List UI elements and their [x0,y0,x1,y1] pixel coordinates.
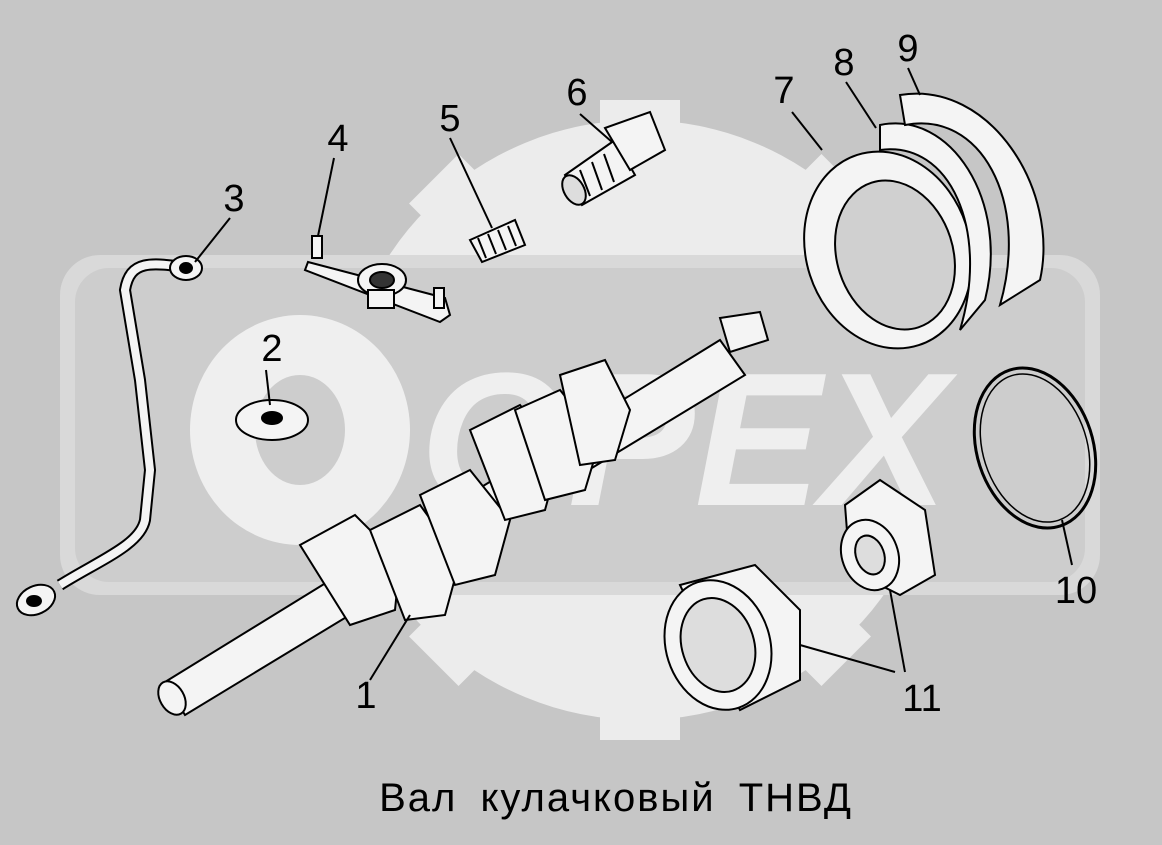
callout-5: 5 [439,98,461,140]
callout-9: 9 [897,28,919,70]
part-lever-plate [303,235,452,324]
callout-3: 3 [223,178,245,220]
callout-2: 2 [261,328,283,370]
callout-6: 6 [566,72,588,114]
part-bushing [663,563,801,712]
callout-7: 7 [773,70,795,112]
diagram-caption: Вал кулачковый ТНВД [379,776,853,820]
leader-lines [194,67,1073,681]
callout-1: 1 [355,675,377,717]
callout-10: 10 [1054,570,1098,612]
part-bevel-gear [839,478,937,597]
part-flange-8 [879,122,992,331]
part-bolt [561,110,667,207]
callout-11: 11 [902,678,942,720]
callout-8: 8 [833,42,855,84]
part-camshaft [157,310,770,717]
callout-4: 4 [327,118,349,160]
part-ring [972,366,1098,530]
part-spring [468,218,527,264]
part-washer [235,399,309,441]
part-fuel-pipe [15,255,203,617]
part-flange-9 [898,92,1045,308]
camshaft-lobes [298,358,632,627]
